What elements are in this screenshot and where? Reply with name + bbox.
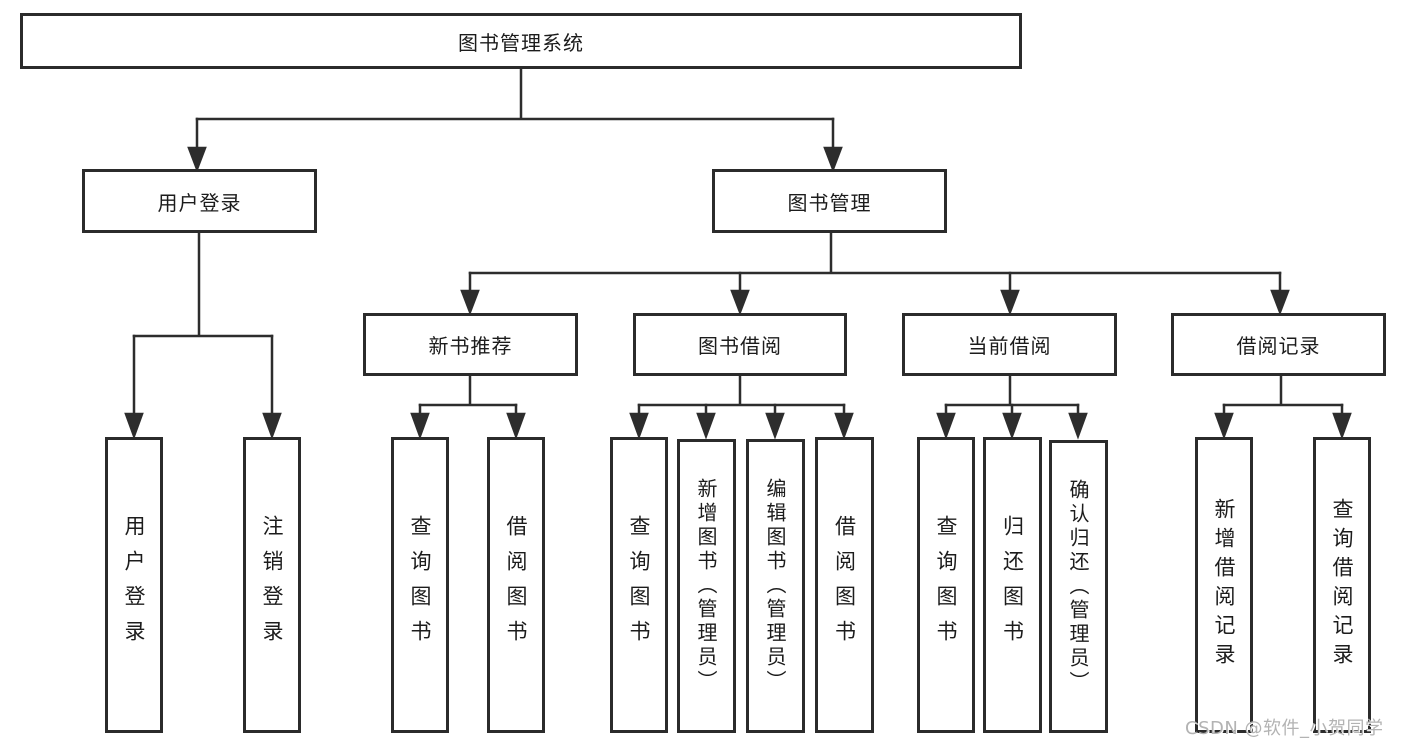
node-new-book-recommend-label: 新书推荐 xyxy=(428,334,513,358)
node-leaf-br-add-record-label: 新增借阅记录 xyxy=(1212,498,1236,672)
node-book-borrowing: 图书借阅 xyxy=(633,313,847,376)
node-leaf-nbr-borrow-books-label: 借阅图书 xyxy=(504,515,528,655)
node-borrowing-records-label: 借阅记录 xyxy=(1236,334,1321,358)
trunk-book-borrowing xyxy=(637,374,846,407)
node-current-borrowing: 当前借阅 xyxy=(902,313,1117,376)
node-leaf-user-login: 用户登录 xyxy=(105,437,163,733)
trunk-borrowing-records xyxy=(1222,374,1344,407)
node-leaf-cb-confirm-return: 确认归还（管理员） xyxy=(1049,440,1108,733)
node-book-borrowing-label: 图书借阅 xyxy=(698,334,782,358)
node-leaf-br-add-record: 新增借阅记录 xyxy=(1195,437,1253,733)
arrowhead xyxy=(730,289,750,316)
node-leaf-logout: 注销登录 xyxy=(243,437,301,733)
node-leaf-cb-confirm-return-label: 确认归还（管理员） xyxy=(1066,478,1090,695)
node-book-management-label: 图书管理 xyxy=(787,190,872,215)
node-leaf-logout-label: 注销登录 xyxy=(260,515,284,655)
arrowhead xyxy=(1270,289,1290,316)
trunk-book-management xyxy=(468,231,1282,275)
node-leaf-bb-edit-books-label: 编辑图书（管理员） xyxy=(763,478,787,694)
node-root-label: 图书管理系统 xyxy=(458,30,584,55)
arrowhead xyxy=(124,412,144,440)
node-user-login-label: 用户登录 xyxy=(157,190,242,215)
arrowhead xyxy=(1068,412,1088,440)
node-leaf-bb-query-books-label: 查询图书 xyxy=(627,515,651,655)
arrowhead xyxy=(629,412,649,440)
csdn-watermark: CSDN @软件_小贺同学 xyxy=(1185,718,1384,739)
node-leaf-cb-query-books-label: 查询图书 xyxy=(934,515,958,655)
arrowhead xyxy=(187,146,207,173)
node-leaf-nbr-query-books-label: 查询图书 xyxy=(408,515,432,655)
connector-group xyxy=(124,67,1352,440)
arrowhead xyxy=(1002,412,1022,440)
node-root: 图书管理系统 xyxy=(20,13,1022,69)
arrowhead xyxy=(696,412,716,440)
arrowhead xyxy=(1332,412,1352,440)
arrowhead xyxy=(262,412,282,440)
trunk-root xyxy=(195,67,835,121)
node-leaf-bb-add-books-label: 新增图书（管理员） xyxy=(694,478,718,694)
arrowhead xyxy=(765,412,785,440)
node-leaf-bb-query-books: 查询图书 xyxy=(610,437,668,733)
node-leaf-cb-return-books: 归还图书 xyxy=(983,437,1042,733)
arrowhead xyxy=(1214,412,1234,440)
node-borrowing-records: 借阅记录 xyxy=(1171,313,1386,376)
node-new-book-recommend: 新书推荐 xyxy=(363,313,578,376)
node-leaf-br-query-record-label: 查询借阅记录 xyxy=(1330,498,1354,672)
arrowhead xyxy=(823,146,843,173)
arrowhead xyxy=(506,412,526,440)
node-leaf-cb-return-books-label: 归还图书 xyxy=(1000,515,1025,655)
node-current-borrowing-label: 当前借阅 xyxy=(967,334,1052,358)
node-book-management: 图书管理 xyxy=(712,169,947,233)
arrowhead xyxy=(460,289,480,316)
arrowhead xyxy=(410,412,430,440)
arrowhead xyxy=(1000,289,1020,316)
trunk-current-borrowing xyxy=(944,374,1080,407)
node-leaf-br-query-record: 查询借阅记录 xyxy=(1313,437,1371,733)
node-leaf-bb-add-books: 新增图书（管理员） xyxy=(677,439,736,733)
arrowhead xyxy=(936,412,956,440)
node-leaf-user-login-label: 用户登录 xyxy=(122,515,146,655)
node-leaf-bb-borrow-books-label: 借阅图书 xyxy=(832,515,857,655)
node-leaf-nbr-borrow-books: 借阅图书 xyxy=(487,437,545,733)
node-user-login: 用户登录 xyxy=(82,169,317,233)
arrowhead xyxy=(834,412,854,440)
trunk-user-login xyxy=(132,231,274,338)
trunk-new-book-recommend xyxy=(418,374,518,407)
node-leaf-bb-edit-books: 编辑图书（管理员） xyxy=(746,439,805,733)
node-leaf-bb-borrow-books: 借阅图书 xyxy=(815,437,874,733)
node-leaf-cb-query-books: 查询图书 xyxy=(917,437,975,733)
node-leaf-nbr-query-books: 查询图书 xyxy=(391,437,449,733)
